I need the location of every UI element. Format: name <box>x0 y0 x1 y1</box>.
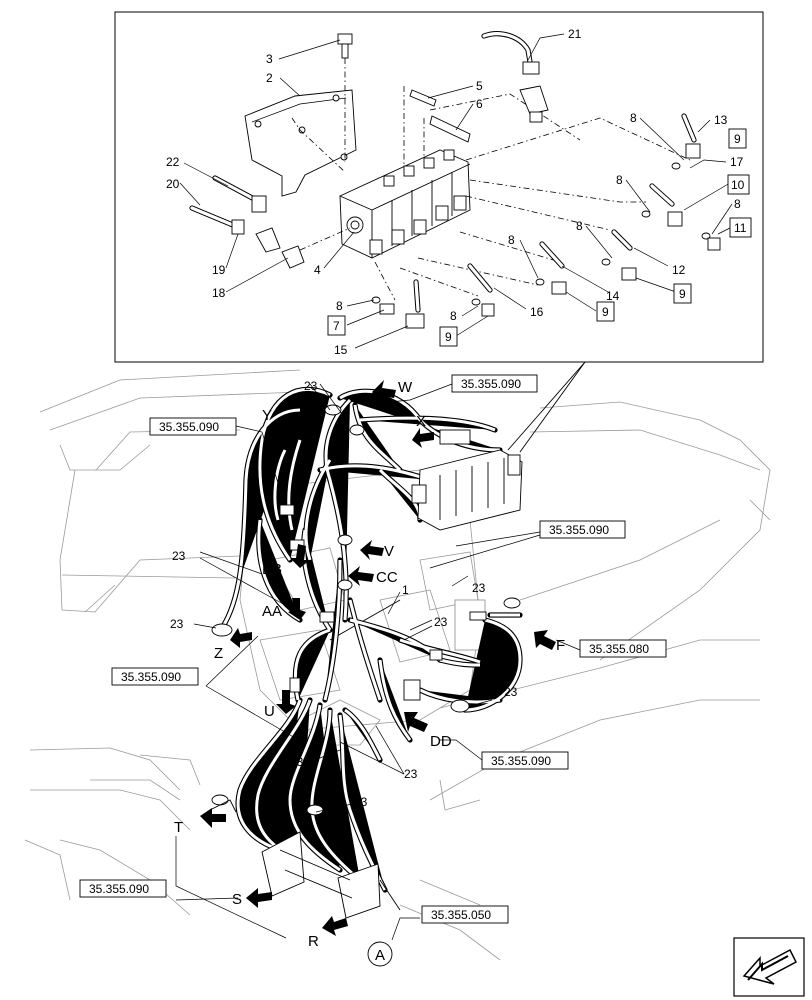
view-label-s: S <box>232 891 242 908</box>
callout-23-a: 23 <box>304 379 318 393</box>
callout-18: 18 <box>212 286 226 300</box>
reference-dd: 35.355.090 <box>491 754 551 768</box>
machine-frame-background <box>24 369 771 961</box>
view-arrow-dd <box>404 712 428 732</box>
reference-boxes: 35.355.090 35.355.090 35.355.090 35.355.… <box>79 374 667 924</box>
view-arrow-t <box>200 808 226 828</box>
callout-8-e: 8 <box>508 233 515 247</box>
callout-8-d: 8 <box>576 219 583 233</box>
view-arrow-z <box>230 628 252 648</box>
view-arrow-f <box>534 630 556 650</box>
reference-z: 35.355.090 <box>121 670 181 684</box>
callout-23-g: 23 <box>290 755 304 769</box>
boxed-callout-11: 11 <box>734 221 747 235</box>
view-label-dd: DD <box>430 733 452 750</box>
view-arrow-s <box>246 888 272 908</box>
reference-y: 35.355.090 <box>159 420 219 434</box>
detail-inset <box>114 11 764 453</box>
reference-t: 35.355.090 <box>89 882 149 896</box>
view-arrow-x <box>412 428 434 448</box>
callout-8-b: 8 <box>616 173 623 187</box>
view-label-f: F <box>556 637 565 654</box>
view-letters: W X Y V CC BB AA F Z U DD T S R A <box>174 379 565 967</box>
callout-1: 1 <box>402 583 409 597</box>
reference-w: 35.355.090 <box>461 377 521 391</box>
callout-23-e: 23 <box>434 615 448 629</box>
hose-clamps <box>211 404 521 816</box>
view-label-u: U <box>264 703 275 720</box>
callout-8-a: 8 <box>630 111 637 125</box>
boxed-callouts: 9 10 11 9 9 9 7 <box>327 128 752 347</box>
callout-3: 3 <box>266 52 273 66</box>
view-arrow-cc <box>348 566 374 586</box>
callout-17: 17 <box>730 155 744 169</box>
view-arrow-aa <box>288 598 306 620</box>
callout-21: 21 <box>568 27 582 41</box>
control-valve-main-view <box>411 429 523 531</box>
callout-19: 19 <box>212 263 226 277</box>
callout-23-d: 23 <box>472 581 486 595</box>
callout-22: 22 <box>166 155 180 169</box>
callout-8-c: 8 <box>734 197 741 211</box>
view-arrow-v <box>360 540 384 560</box>
view-label-aa: AA <box>262 603 282 620</box>
view-label-cc: CC <box>376 569 398 586</box>
callout-5: 5 <box>476 79 483 93</box>
view-arrow-u <box>276 690 296 714</box>
view-arrow-bb <box>290 544 310 568</box>
callout-16: 16 <box>530 305 544 319</box>
view-label-v: V <box>384 543 394 560</box>
reference-a: 35.355.050 <box>431 908 491 922</box>
callout-15: 15 <box>334 343 348 357</box>
callout-13: 13 <box>714 113 728 127</box>
reference-f: 35.355.080 <box>589 642 649 656</box>
view-label-bb: BB <box>262 561 282 578</box>
boxed-callout-9-b: 9 <box>679 287 686 301</box>
callout-numbers: 3 2 5 6 21 13 8 17 8 8 8 12 8 14 16 8 22… <box>166 27 744 809</box>
callout-12: 12 <box>672 263 686 277</box>
callout-23-h: 23 <box>404 767 418 781</box>
view-label-t: T <box>174 819 183 836</box>
callout-4: 4 <box>314 263 321 277</box>
view-label-z: Z <box>214 645 223 662</box>
view-label-a: A <box>375 947 385 964</box>
boxed-callout-9-d: 9 <box>445 330 452 344</box>
callout-23-f: 23 <box>504 685 518 699</box>
boxed-callout-10: 10 <box>731 178 745 192</box>
engine-block <box>239 469 486 746</box>
leader-lines <box>175 33 733 941</box>
callout-2: 2 <box>266 71 273 85</box>
view-label-r: R <box>308 933 319 950</box>
callout-6: 6 <box>476 97 483 111</box>
view-label-w: W <box>398 379 413 396</box>
view-arrow-w <box>372 380 396 402</box>
callout-20: 20 <box>166 177 180 191</box>
next-page-arrow-icon[interactable] <box>733 937 805 997</box>
lower-support-bracket <box>209 799 401 919</box>
view-label-x: X <box>416 413 426 430</box>
view-arrows <box>200 380 556 936</box>
view-label-y: Y <box>262 407 272 424</box>
callout-14: 14 <box>606 289 620 303</box>
callout-8-f: 8 <box>450 309 457 323</box>
boxed-callout-7: 7 <box>333 319 340 333</box>
boxed-callout-9-a: 9 <box>734 132 741 146</box>
callout-23-c: 23 <box>170 617 184 631</box>
view-arrow-r <box>322 916 348 936</box>
callout-23-b: 23 <box>172 549 186 563</box>
reference-v: 35.355.090 <box>549 523 609 537</box>
callout-8-g: 8 <box>336 299 343 313</box>
callout-23-i: 23 <box>354 795 368 809</box>
view-arrow-y <box>274 422 292 444</box>
boxed-callout-9-c: 9 <box>602 305 609 319</box>
